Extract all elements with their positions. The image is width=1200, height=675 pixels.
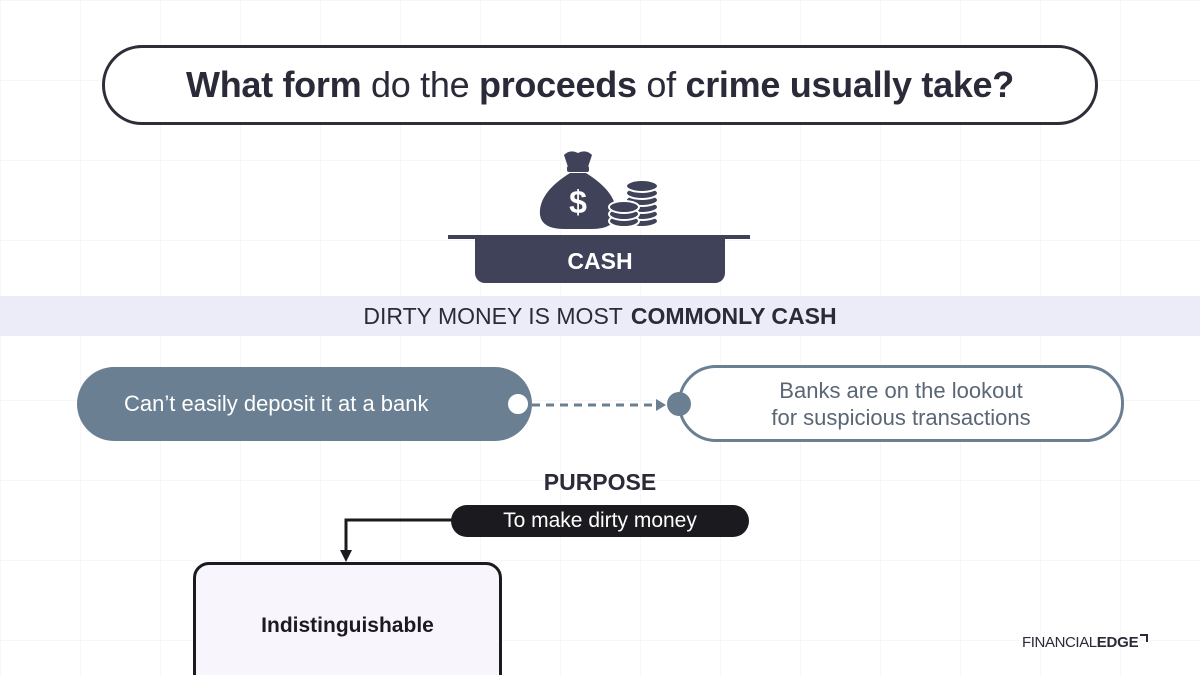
- cant-deposit-text: Can’t easily deposit it at a bank: [124, 391, 429, 416]
- banks-lookout-pill: Banks are on the lookout for suspicious …: [678, 365, 1124, 442]
- logo-text-financial: FINANCIAL: [1022, 634, 1097, 651]
- money-bag-coins-icon: $: [539, 151, 659, 229]
- purpose-pill: To make dirty money: [451, 505, 749, 537]
- banner-text-normal: DIRTY MONEY IS MOST: [363, 302, 623, 329]
- title-normal-2: of: [636, 64, 686, 105]
- page-title: What form do the proceeds of crime usual…: [102, 45, 1098, 125]
- dashed-arrow-connector: [532, 399, 666, 411]
- indistinguishable-label: Indistinguishable: [261, 614, 434, 637]
- connector-start-dot: [505, 391, 531, 417]
- title-normal-1: do the: [361, 64, 479, 105]
- banks-lookout-line1: Banks are on the lookout: [779, 377, 1023, 403]
- logo-text-edge: EDGE: [1096, 634, 1139, 651]
- indistinguishable-card: [193, 562, 502, 675]
- connector-end-dot: [667, 392, 691, 416]
- purpose-heading: PURPOSE: [543, 469, 657, 495]
- title-bold-proceeds: proceeds: [479, 64, 637, 105]
- elbow-arrow-connector: [340, 518, 456, 562]
- financial-edge-logo: FINANCIAL EDGE: [1022, 634, 1149, 651]
- purpose-pill-text: To make dirty money: [503, 509, 697, 532]
- title-bold-what-form: What form: [186, 64, 362, 105]
- cash-label: CASH: [475, 239, 725, 283]
- dollar-sign: $: [569, 184, 587, 220]
- cash-shelf-line: [448, 235, 750, 239]
- title-bold-crime: crime usually take?: [685, 64, 1015, 105]
- banks-lookout-line2: for suspicious transactions: [771, 404, 1031, 430]
- logo-corner-mark-icon: [1140, 634, 1149, 642]
- cant-deposit-pill: Can’t easily deposit it at a bank: [77, 367, 532, 441]
- dirty-money-banner: DIRTY MONEY IS MOST COMMONLY CASH: [0, 296, 1200, 336]
- banner-text-bold: COMMONLY CASH: [630, 302, 837, 329]
